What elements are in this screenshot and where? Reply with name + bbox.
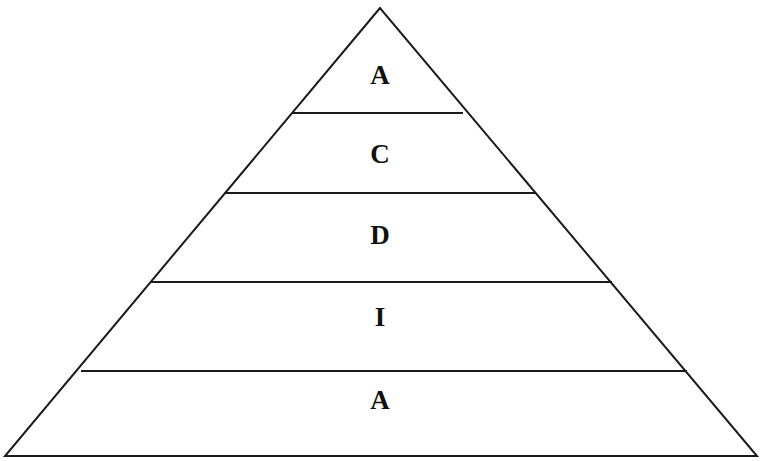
pyramid-outline — [5, 8, 757, 456]
pyramid-band: A — [348, 56, 413, 96]
pyramid-band: A — [75, 381, 685, 421]
band-letter: C — [370, 140, 390, 170]
band-divider — [81, 370, 687, 372]
pyramid-band: D — [213, 216, 546, 256]
pyramid-band: I — [145, 298, 616, 338]
band-divider — [150, 281, 612, 283]
band-divider — [225, 192, 535, 194]
band-letter: A — [370, 61, 390, 91]
pyramid-band: C — [281, 135, 478, 175]
band-letter: I — [375, 303, 386, 333]
band-letter: A — [370, 386, 390, 416]
band-letter: D — [370, 221, 390, 251]
band-divider — [292, 112, 463, 114]
